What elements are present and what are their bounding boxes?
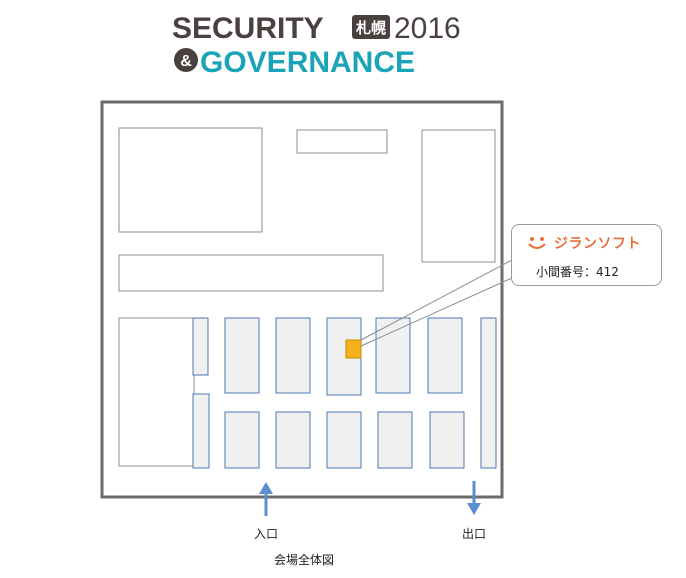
booth-highlight-marker	[345, 339, 362, 359]
company-row: ジランソフト	[526, 233, 641, 253]
logo-word-security: SECURITY	[172, 12, 324, 45]
area-top-right	[421, 129, 496, 263]
callout-leader-bottom	[360, 277, 513, 347]
area-bottom-left	[118, 317, 195, 467]
booth	[429, 411, 465, 469]
logo-amp-circle	[174, 48, 198, 72]
exhibitor-callout: ジランソフト 小間番号：412	[511, 224, 662, 286]
logo-year: 2016	[394, 12, 461, 45]
exit-label: 出口	[462, 527, 487, 541]
booth	[377, 411, 413, 469]
booth	[375, 317, 411, 394]
booth	[275, 317, 311, 394]
map-caption: 会場全体図	[274, 553, 335, 567]
company-name: ジランソフト	[554, 236, 641, 252]
area-top-left	[118, 127, 263, 233]
logo-city-badge	[352, 15, 390, 39]
arrow-up-icon	[259, 482, 273, 516]
booth	[224, 317, 260, 394]
smile-icon	[528, 237, 546, 249]
booth-side-upper	[192, 317, 209, 376]
booth	[224, 411, 260, 469]
area-middle-strip	[118, 254, 384, 292]
arrow-down-icon	[467, 481, 481, 515]
booth-number: 小間番号：412	[536, 265, 619, 279]
logo-city: 札幌	[355, 19, 386, 37]
booth	[427, 317, 463, 394]
event-logo: SECURITY 札幌 2016 & GOVERNANCE	[172, 12, 461, 79]
booth-right-tall	[480, 317, 497, 469]
booth	[326, 411, 362, 469]
booth-side-lower	[192, 393, 210, 469]
callout-leader-top	[360, 259, 513, 341]
booth	[275, 411, 311, 469]
logo-word-governance: GOVERNANCE	[200, 46, 415, 79]
area-top-center	[296, 129, 388, 154]
logo-amp: &	[180, 53, 192, 70]
entrance-label: 入口	[254, 527, 279, 541]
